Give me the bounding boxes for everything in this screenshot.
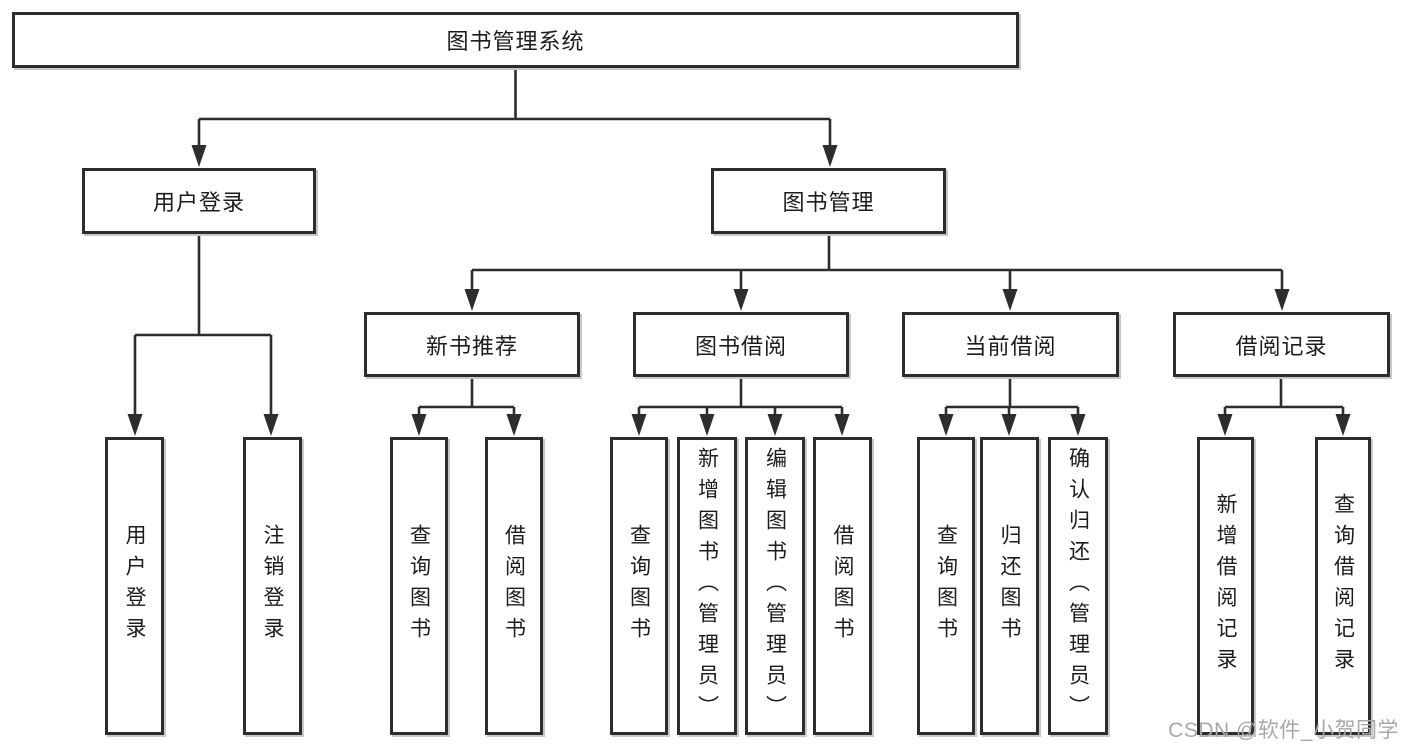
- leaf-label: 新增借阅记录: [1214, 493, 1237, 679]
- node-label: 用户登录: [152, 190, 245, 215]
- leaf-logout: 注销登录: [243, 437, 302, 735]
- leaf-confirm-return-admin: 确认归还（管理员）: [1048, 437, 1108, 735]
- leaf-query-borrow-record: 查询借阅记录: [1315, 437, 1371, 735]
- edge-book-mgmt-to-level3: [470, 234, 1284, 291]
- node-label: 当前借阅: [964, 333, 1057, 359]
- edge-new-book-rec-to-leaves: [417, 377, 516, 416]
- leaf-query-books: 查询图书: [610, 437, 668, 735]
- node-label: 借阅记录: [1235, 333, 1328, 359]
- node-borrowing-records: 借阅记录: [1173, 312, 1390, 377]
- leaf-user-login: 用户登录: [105, 437, 164, 735]
- leaf-edit-books-admin: 编辑图书（管理员）: [745, 437, 805, 735]
- leaf-label: 归还图书: [998, 524, 1021, 648]
- edge-borrow-record-to-leaves: [1223, 377, 1345, 416]
- node-book-management: 图书管理: [711, 168, 946, 234]
- node-label: 图书管理系统: [446, 29, 585, 54]
- node-label: 图书借阅: [694, 333, 787, 359]
- node-book-borrowing: 图书借阅: [633, 312, 849, 377]
- node-user-login: 用户登录: [82, 168, 316, 234]
- leaf-label: 查询图书: [627, 524, 651, 648]
- leaf-label: 查询借阅记录: [1331, 493, 1355, 679]
- node-current-borrowing: 当前借阅: [902, 312, 1119, 377]
- leaf-borrow-books: 借阅图书: [485, 437, 543, 735]
- node-label: 新书推荐: [425, 333, 518, 359]
- node-label: 图书管理: [782, 190, 875, 215]
- node-library-management-system: 图书管理系统: [12, 12, 1019, 68]
- node-new-book-recommendation: 新书推荐: [364, 312, 580, 377]
- leaf-label: 用户登录: [123, 524, 146, 648]
- edge-book-borrow-to-leaves: [637, 377, 844, 416]
- leaf-query-books: 查询图书: [917, 437, 975, 735]
- leaf-label: 查询图书: [934, 524, 958, 648]
- edge-root-to-level2: [197, 68, 832, 146]
- csdn-watermark: CSDN @软件_小贺同学: [1168, 719, 1399, 742]
- leaf-label: 确认归还（管理员）: [1066, 446, 1090, 726]
- leaf-label: 借阅图书: [502, 524, 526, 648]
- leaf-return-books: 归还图书: [980, 437, 1039, 735]
- leaf-label: 编辑图书（管理员）: [763, 446, 787, 726]
- leaf-add-borrow-record: 新增借阅记录: [1197, 437, 1254, 735]
- leaf-label: 查询图书: [407, 524, 431, 648]
- leaf-query-books: 查询图书: [390, 437, 448, 735]
- leaf-add-books-admin: 新增图书（管理员）: [677, 437, 737, 735]
- leaf-label: 借阅图书: [831, 524, 854, 648]
- edge-user-login-to-leaves: [133, 234, 273, 416]
- leaf-label: 新增图书（管理员）: [695, 446, 719, 726]
- leaf-borrow-books: 借阅图书: [813, 437, 872, 735]
- leaf-label: 注销登录: [261, 524, 284, 648]
- edge-current-borrow-to-leaves: [944, 377, 1080, 416]
